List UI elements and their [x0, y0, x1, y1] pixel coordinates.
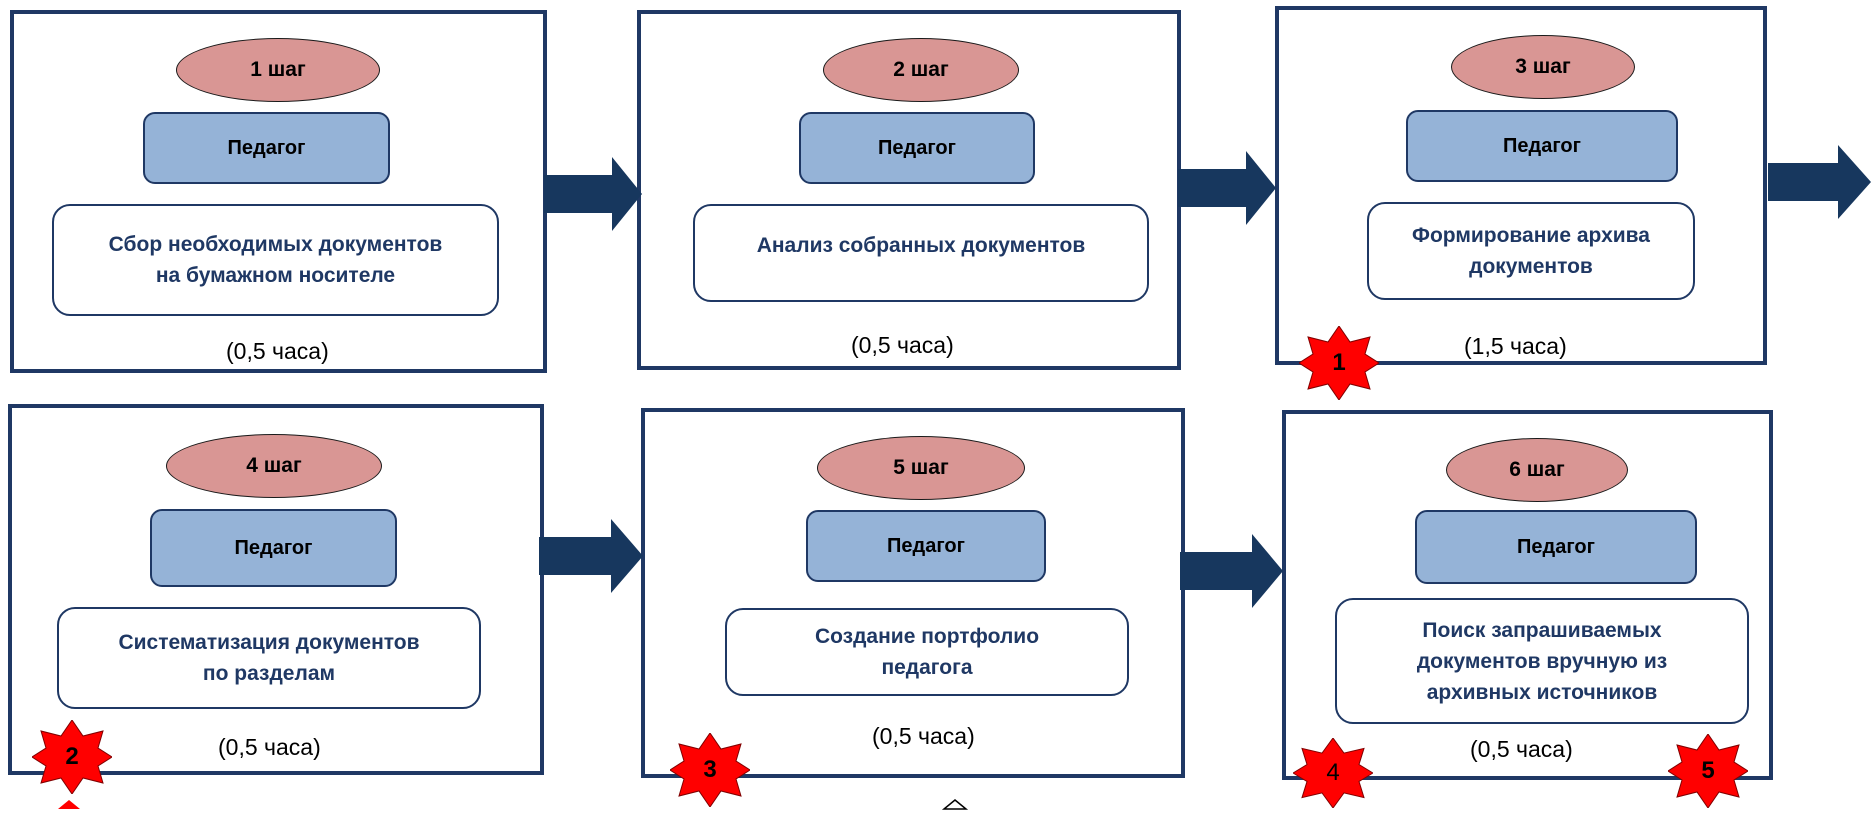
flow-arrow-3-next: [1768, 145, 1871, 219]
step-1-role: Педагог: [143, 112, 390, 184]
step-3-frame: 3 шаг Педагог Формирование архива докуме…: [1275, 6, 1767, 365]
step-1-time: (0,5 часа): [226, 338, 329, 364]
badge-1: 1: [1298, 325, 1380, 401]
badge-5-number: 5: [1701, 757, 1715, 784]
badge-3-number: 3: [703, 756, 717, 783]
step-2-role: Педагог: [799, 112, 1035, 184]
flow-arrow-4-5: [539, 519, 643, 593]
step-4-label: 4 шаг: [166, 434, 382, 498]
step-5-frame: 5 шаг Педагог Создание портфолио педагог…: [641, 408, 1185, 778]
step-4-time: (0,5 часа): [218, 734, 321, 760]
badge-2: 2: [31, 719, 113, 795]
step-1-frame: 1 шаг Педагог Сбор необходимых документо…: [10, 10, 547, 373]
step-1-label: 1 шаг: [176, 38, 380, 102]
badge-2-number: 2: [65, 743, 79, 770]
badge-5: 5: [1667, 733, 1749, 809]
step-3-label: 3 шаг: [1451, 35, 1635, 99]
step-4-role: Педагог: [150, 509, 397, 587]
step-2-frame: 2 шаг Педагог Анализ собранных документо…: [637, 10, 1181, 370]
badge-4-number: 4: [1326, 759, 1340, 786]
step-3-time: (1,5 часа): [1464, 333, 1567, 359]
step-6-time: (0,5 часа): [1470, 736, 1573, 762]
badge-fragment-center: [941, 799, 969, 810]
flow-arrow-5-6: [1180, 534, 1283, 608]
step-4-task: Систематизация документов по разделам: [57, 607, 481, 709]
badge-1-number: 1: [1332, 349, 1346, 376]
step-2-task: Анализ собранных документов: [693, 204, 1149, 302]
badge-fragment-left: [58, 800, 80, 809]
step-4-frame: 4 шаг Педагог Систематизация документов …: [8, 404, 544, 775]
flow-arrow-2-3: [1178, 151, 1276, 225]
step-2-label: 2 шаг: [823, 38, 1019, 102]
step-6-task: Поиск запрашиваемых документов вручную и…: [1335, 598, 1749, 724]
step-5-label: 5 шаг: [817, 436, 1025, 500]
step-3-role: Педагог: [1406, 110, 1678, 182]
step-3-task: Формирование архива документов: [1367, 202, 1695, 300]
flow-arrow-1-2: [544, 157, 642, 231]
badge-3: 3: [669, 732, 751, 808]
step-6-label: 6 шаг: [1446, 438, 1628, 502]
step-5-time: (0,5 часа): [872, 723, 975, 749]
step-1-task: Сбор необходимых документов на бумажном …: [52, 204, 499, 316]
step-6-role: Педагог: [1415, 510, 1697, 584]
badge-4: 4: [1292, 737, 1374, 809]
step-5-task: Создание портфолио педагога: [725, 608, 1129, 696]
step-6-frame: 6 шаг Педагог Поиск запрашиваемых докуме…: [1282, 410, 1773, 780]
step-2-time: (0,5 часа): [851, 332, 954, 358]
step-5-role: Педагог: [806, 510, 1046, 582]
